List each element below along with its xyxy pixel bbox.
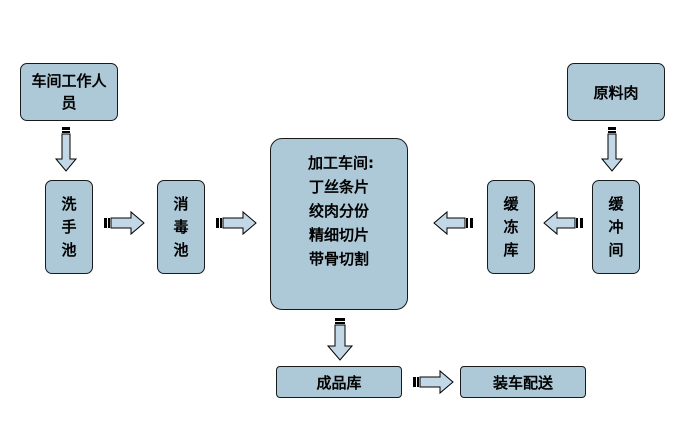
workshop-staff-label: 车间工作人员 [31,72,107,112]
buffer-storage-box: 缓冻库 [487,180,535,274]
workshop-staff-box: 车间工作人员 [20,63,118,121]
processing-title: 加工车间: [308,154,374,172]
arrow-down-processing-to-finished [326,318,354,361]
finished-storage-label: 成品库 [316,373,362,392]
processing-item: 丁丝条片 [308,178,369,196]
arrow-left-bufferroom-to-bufferstorage [543,210,583,236]
buffer-room-box: 缓冲间 [592,180,640,274]
finished-storage-box: 成品库 [276,366,402,398]
arrow-right-disinfect-to-processing [216,210,257,236]
disinfect-pool-box: 消毒池 [157,180,205,274]
hand-wash-pool-label: 洗手池 [61,194,77,259]
processing-item: 精细切片 [308,226,369,244]
arrow-down-rawmeat-to-bufferroom [600,127,624,172]
processing-item: 带骨切割 [308,250,369,268]
processing-text: 加工车间: 丁丝条片 绞肉分份 精细切片 带骨切割 [304,151,374,271]
arrow-left-bufferstorage-to-processing [433,210,473,236]
arrow-down-staff-to-handwash [54,127,78,172]
loading-delivery-label: 装车配送 [492,373,553,392]
processing-item: 绞肉分份 [308,202,369,220]
loading-delivery-box: 装车配送 [460,366,586,398]
buffer-storage-label: 缓冻库 [503,194,519,259]
raw-meat-label: 原料肉 [593,83,639,102]
arrow-right-handwash-to-disinfect [104,210,145,236]
disinfect-pool-label: 消毒池 [173,194,189,259]
raw-meat-box: 原料肉 [567,63,665,121]
processing-workshop-box: 加工车间: 丁丝条片 绞肉分份 精细切片 带骨切割 [270,138,408,310]
hand-wash-pool-box: 洗手池 [45,180,93,274]
arrow-right-finished-to-loading [413,369,454,395]
buffer-room-label: 缓冲间 [608,194,624,259]
